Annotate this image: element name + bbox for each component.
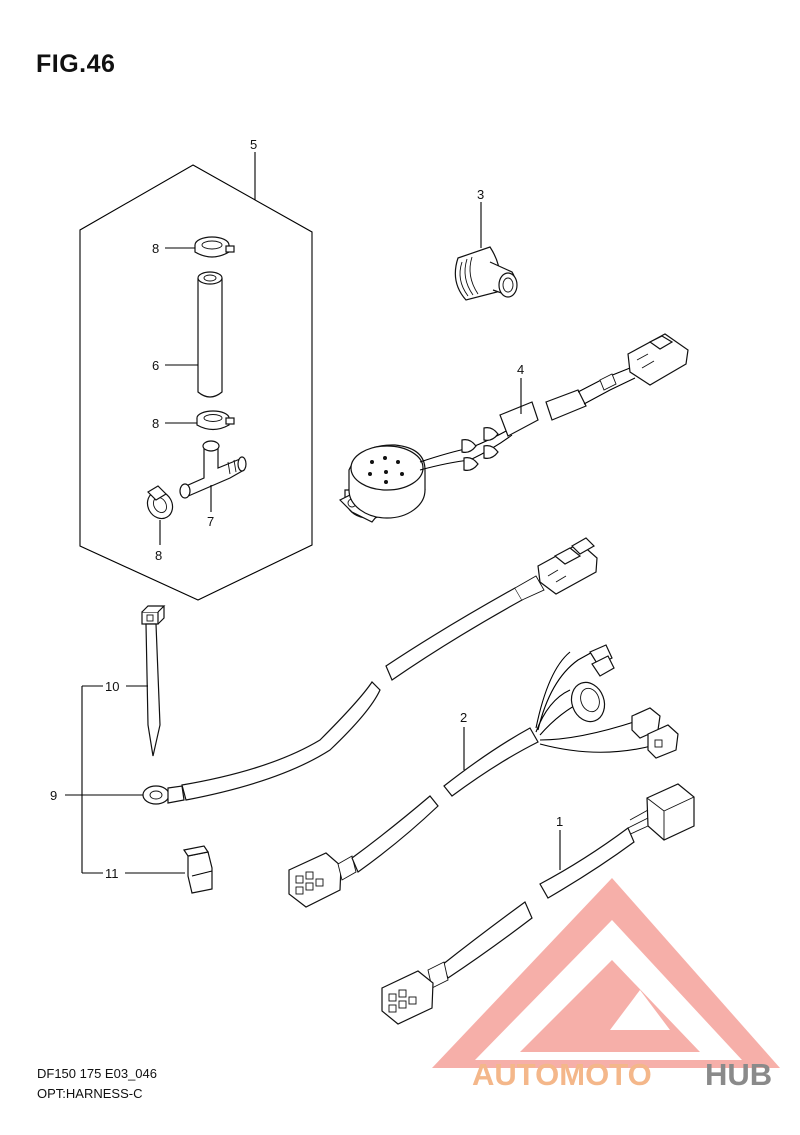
- figure-title: FIG.46: [36, 50, 116, 78]
- callout-8-top: 8: [152, 241, 159, 256]
- callout-9: 9: [50, 788, 57, 803]
- fuse: [183, 845, 213, 894]
- battery-harness: [142, 537, 598, 805]
- kit-outline: [79, 164, 313, 601]
- harness-2: [288, 644, 679, 908]
- cable-tie: [141, 605, 166, 757]
- callout-3: 3: [477, 187, 484, 202]
- callout-11: 11: [105, 866, 119, 881]
- harness-1: [381, 783, 695, 1025]
- callout-4: 4: [517, 362, 524, 377]
- callout-10: 10: [105, 679, 119, 694]
- hose: [197, 271, 223, 398]
- hose-clip-bottom: [146, 485, 174, 520]
- callout-8-bottom: 8: [155, 548, 162, 563]
- diagram-code: DF150 175 E03_046: [37, 1066, 157, 1081]
- callout-8-middle: 8: [152, 416, 159, 431]
- watermark-logo: [432, 878, 780, 1068]
- callout-2: 2: [460, 710, 467, 725]
- callout-6: 6: [152, 358, 159, 373]
- diagram-name: OPT:HARNESS-C: [37, 1086, 143, 1101]
- buzzer-assembly: [338, 333, 689, 523]
- callout-1: 1: [556, 814, 563, 829]
- callout-7: 7: [207, 514, 214, 529]
- grommet: [454, 246, 518, 301]
- watermark-text-secondary: HUB: [705, 1057, 772, 1092]
- hose-clip-middle: [196, 410, 235, 431]
- tee-joint: [179, 440, 247, 499]
- watermark-text-primary: AUTOMOTO: [472, 1057, 652, 1092]
- callout-5: 5: [250, 137, 257, 152]
- hose-clip-top: [194, 236, 235, 258]
